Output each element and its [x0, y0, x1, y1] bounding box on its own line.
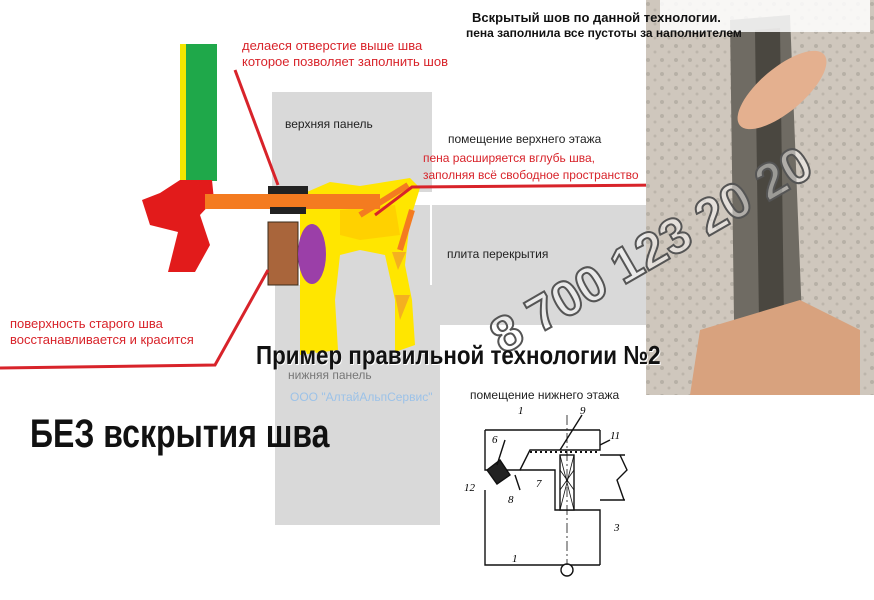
callout-8: 8 [508, 494, 514, 506]
floor-slab-block [432, 205, 664, 325]
foam-pointer [374, 183, 666, 217]
callout-7: 7 [536, 478, 542, 490]
callout-6: 6 [492, 434, 498, 446]
old-seam-surface [267, 221, 299, 286]
lower-panel-block [275, 285, 440, 525]
old-seam-pointer [0, 269, 270, 370]
callout-12: 12 [464, 482, 475, 494]
callout-3: 3 [614, 522, 620, 534]
upper-panel-label: верхняя панель [285, 117, 373, 131]
photo-caption-line1: Вскрытый шов по данной технологии. [472, 10, 721, 25]
foam-gun-body [142, 180, 214, 272]
callout-9: 9 [580, 405, 586, 417]
callout-1-top: 1 [518, 405, 524, 417]
old-seam-note-line2: восстанавливается и красится [10, 332, 194, 347]
hole-note-line2: которое позволяет заполнить шов [242, 54, 449, 69]
old-seam-note: поверхность старого шва восстанавливаетс… [10, 316, 194, 348]
company-label: ООО "АлтайАльпСервис" [290, 390, 433, 404]
foam-can [180, 44, 217, 181]
photo-caption-line2: пена заполнила все пустоты за наполнител… [466, 26, 742, 40]
example-title: Пример правильной технологии №2 [256, 340, 661, 370]
hole-note: делаеся отверстие выше шва которое позво… [242, 38, 448, 70]
foam-note: пена расширяется вглубь шва, заполняя вс… [423, 150, 639, 184]
foam-note-line1: пена расширяется вглубь шва, [423, 151, 595, 165]
foam-note-line2: заполняя всё свободное пространство [423, 168, 639, 182]
callout-11: 11 [610, 430, 621, 442]
without-opening-heading: БЕЗ вскрытия шва [30, 412, 330, 456]
old-seam-note-line1: поверхность старого шва [10, 316, 163, 331]
hole-note-line1: делаеся отверстие выше шва [242, 38, 423, 53]
floor-slab-label: плита перекрытия [447, 247, 549, 261]
upper-floor-label: помещение верхнего этажа [448, 132, 602, 146]
callout-1-bottom: 1 [512, 553, 518, 565]
lower-panel-label: нижняя панель [288, 368, 372, 382]
hole-pointer [233, 69, 280, 186]
upper-panel-block [272, 92, 432, 192]
foam-nozzle [205, 194, 380, 209]
lower-floor-label: помещение нижнего этажа [470, 388, 620, 402]
seam-filler [298, 224, 326, 284]
technical-drawing [484, 414, 628, 577]
seam-photo [646, 0, 874, 395]
